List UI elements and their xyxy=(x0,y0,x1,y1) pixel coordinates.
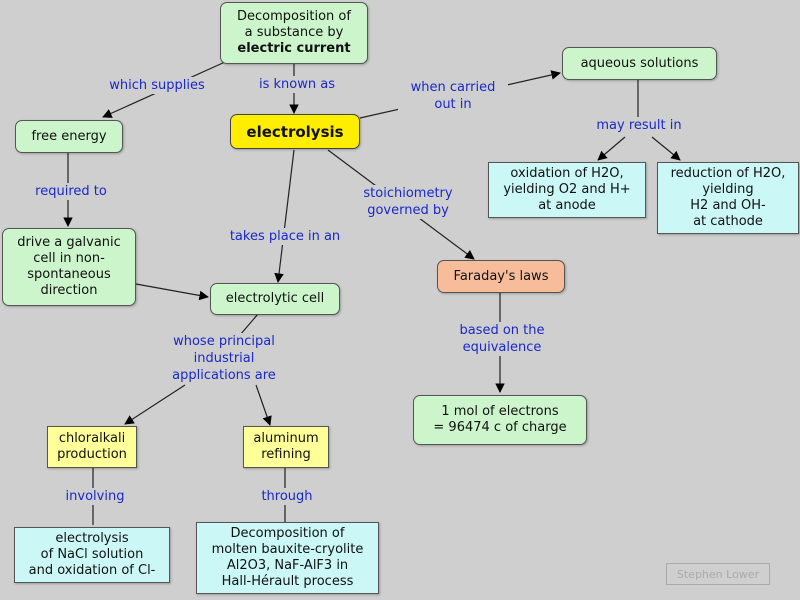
credit-box: Stephen Lower xyxy=(666,563,770,585)
link-stoichiometry: stoichiometry governed by xyxy=(350,185,466,219)
link-takes-place-in-an: takes place in an xyxy=(216,228,354,245)
link-whose-principal: whose principal industrial applications … xyxy=(158,333,290,384)
link-required-to: required to xyxy=(24,183,118,200)
node-oxidation[interactable]: oxidation of H2O, yielding O2 and H+ at … xyxy=(488,162,646,218)
link-is-known-as: is known as xyxy=(246,76,348,93)
decomposition-line1: Decomposition of xyxy=(237,9,351,24)
node-aqueous-solutions[interactable]: aqueous solutions xyxy=(562,47,717,80)
link-when-carried-out-in: when carried out in xyxy=(398,79,508,113)
node-nacl[interactable]: electrolysis of NaCl solution and oxidat… xyxy=(14,527,170,583)
node-electrolytic-cell[interactable]: electrolytic cell xyxy=(210,283,340,315)
node-chloralkali[interactable]: chloralkali production xyxy=(47,426,137,468)
decomposition-bold: electric current xyxy=(237,41,351,56)
link-may-result-in: may result in xyxy=(584,117,694,134)
link-based-on: based on the equivalence xyxy=(446,322,558,356)
link-which-supplies: which supplies xyxy=(98,77,216,94)
link-through: through xyxy=(250,488,324,505)
node-reduction[interactable]: reduction of H2O, yielding H2 and OH- at… xyxy=(657,162,799,234)
decomposition-line2: a substance by xyxy=(244,25,344,40)
link-involving: involving xyxy=(54,488,136,505)
node-bauxite[interactable]: Decomposition of molten bauxite-cryolite… xyxy=(196,522,379,594)
node-aluminum[interactable]: aluminum refining xyxy=(243,426,329,468)
node-electrolysis[interactable]: electrolysis xyxy=(230,114,360,149)
node-free-energy[interactable]: free energy xyxy=(15,120,123,153)
node-galvanic[interactable]: drive a galvanic cell in non- spontaneou… xyxy=(2,228,136,306)
node-faradays-laws[interactable]: Faraday's laws xyxy=(437,260,565,293)
node-mol-electrons[interactable]: 1 mol of electrons = 96474 c of charge xyxy=(413,395,587,445)
node-decomposition[interactable]: Decomposition of a substance by electric… xyxy=(220,2,368,64)
